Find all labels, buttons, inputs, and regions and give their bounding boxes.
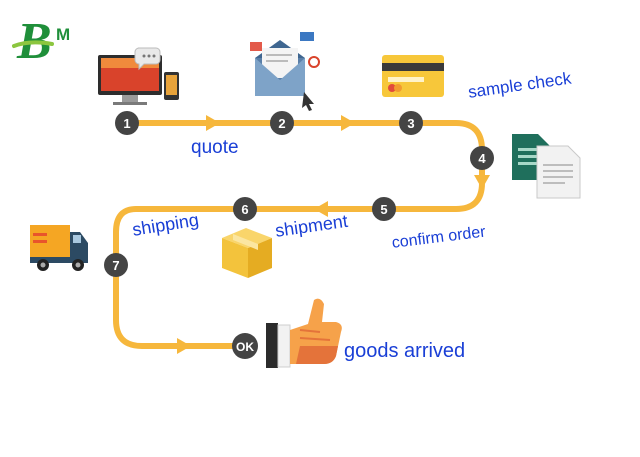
svg-text:3: 3 [407, 116, 414, 131]
delivery-truck-icon [30, 225, 88, 271]
label-goods-arrived: goods arrived [344, 340, 466, 362]
cardboard-box-icon [222, 228, 272, 278]
credit-card-icon [382, 55, 444, 97]
step-node-5: 5 [372, 197, 396, 221]
svg-text:5: 5 [380, 202, 387, 217]
document-icon [512, 134, 581, 199]
step-node-ok: OK [232, 333, 258, 359]
arrow-down-3 [474, 175, 490, 189]
step-node-4: 4 [470, 146, 494, 170]
svg-text:OK: OK [236, 340, 254, 354]
email-icon [250, 32, 320, 111]
flow-arrows [177, 115, 490, 354]
step-node-2: 2 [270, 111, 294, 135]
svg-text:2: 2 [278, 116, 285, 131]
thumbs-up-icon [266, 298, 342, 368]
step-node-1: 1 [115, 111, 139, 135]
step-node-3: 3 [399, 111, 423, 135]
arrow-left-4 [314, 201, 328, 217]
svg-text:1: 1 [123, 116, 130, 131]
arrow-right-5 [177, 338, 191, 354]
arrow-right-1 [206, 115, 220, 131]
computer-phone-icon [98, 47, 179, 105]
step-node-7: 7 [104, 253, 128, 277]
flow-path [113, 120, 485, 349]
logo: B M [12, 13, 70, 70]
svg-text:4: 4 [478, 151, 486, 166]
label-quote: quote [191, 137, 239, 158]
svg-text:7: 7 [112, 258, 119, 273]
step-node-6: 6 [233, 197, 257, 221]
logo-small-letter: M [56, 25, 70, 44]
arrow-right-2 [341, 115, 355, 131]
svg-text:6: 6 [241, 202, 248, 217]
